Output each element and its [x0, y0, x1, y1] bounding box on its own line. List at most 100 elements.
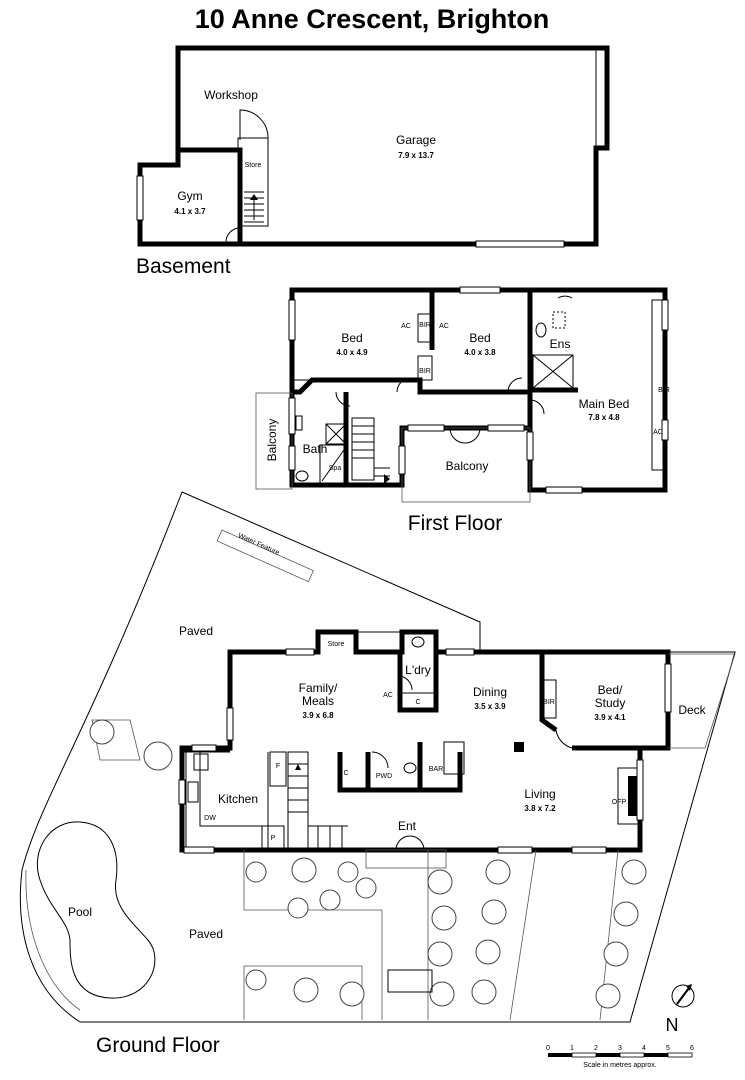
entry-porch	[365, 849, 447, 869]
main-bed-dimensions: 7.8 x 4.8	[588, 413, 620, 422]
bed1-label: Bed	[341, 331, 362, 345]
living-dimensions: 3.8 x 7.2	[524, 804, 556, 813]
bir-label: BIR	[658, 387, 670, 394]
bir-label: BIR	[543, 699, 555, 706]
bath-label: Bath	[303, 442, 328, 456]
spa-bath	[319, 444, 349, 484]
gym-dimensions: 4.1 x 3.7	[174, 207, 206, 216]
gym-window	[136, 175, 144, 221]
bir-label: BIR	[419, 322, 431, 329]
compass-icon	[671, 984, 695, 1008]
kitchen-bench	[185, 751, 262, 850]
store-label: Store	[245, 162, 262, 169]
entry-label: Ent	[398, 819, 417, 833]
front-gate	[387, 969, 433, 993]
ensuite-toilet	[535, 322, 547, 338]
pool	[36, 821, 156, 999]
rear-steps	[91, 719, 141, 761]
laundry-walls	[397, 652, 439, 713]
family-label-line2: Meals	[302, 694, 334, 708]
garage-door	[475, 240, 565, 248]
side-balcony	[255, 392, 293, 490]
ground-floor-plan: Water Feature	[19, 491, 736, 1057]
gym-label: Gym	[177, 189, 202, 203]
bed-study-label-line1: Bed/	[598, 683, 623, 697]
ac-label: AC	[439, 323, 449, 330]
fridge-label: F	[276, 763, 280, 770]
bed-study-dimensions: 3.9 x 4.1	[594, 713, 626, 722]
kitchen-label: Kitchen	[218, 792, 258, 806]
garage-label: Garage	[396, 133, 436, 147]
fireplace	[628, 776, 638, 816]
water-feature	[216, 529, 314, 583]
basement-outline	[175, 45, 610, 247]
ac-label: AC	[383, 692, 393, 699]
garden-trees	[89, 719, 647, 1009]
laundry-c-label: C	[415, 699, 420, 706]
dining-dimensions: 3.5 x 3.9	[474, 702, 506, 711]
scale-tick: 1	[570, 1045, 574, 1052]
basement-heading: Basement	[136, 255, 231, 278]
water-feature-label: Water Feature	[237, 532, 281, 557]
page-title: 10 Anne Crescent, Brighton	[195, 4, 550, 34]
powder-room-label: PWD	[376, 773, 392, 780]
entry-doors	[395, 835, 425, 851]
dining-label: Dining	[473, 685, 507, 699]
store-door-swing	[239, 109, 269, 140]
pool-label: Pool	[68, 905, 92, 919]
basement-plan: Workshop Garage 7.9 x 13.7 Store Gym 4.1…	[136, 45, 610, 278]
scale-tick: 2	[594, 1045, 598, 1052]
scale-tick: 5	[666, 1045, 670, 1052]
scale-tick: 6	[690, 1045, 694, 1052]
bed-study-label-line2: Study	[595, 696, 626, 710]
ac-label: AC	[653, 429, 663, 436]
deck-label: Deck	[678, 703, 706, 717]
bed2-dimensions: 4.0 x 3.8	[464, 348, 496, 357]
paved-top-label: Paved	[179, 624, 213, 638]
north-arrow: N	[666, 984, 695, 1035]
family-dimensions: 3.9 x 6.8	[302, 711, 334, 720]
deck	[668, 653, 736, 749]
ac-label: AC	[401, 323, 411, 330]
scale-tick: 4	[642, 1045, 646, 1052]
bed1-dimensions: 4.0 x 4.9	[336, 348, 368, 357]
north-label: N	[666, 1015, 679, 1035]
living-label: Living	[524, 787, 555, 801]
first-floor-heading: First Floor	[408, 512, 503, 535]
first-floor-stairs	[351, 417, 390, 484]
pantry-label: P	[271, 835, 276, 842]
paved-bottom-label: Paved	[189, 927, 223, 941]
laundry-label: L'dry	[405, 663, 431, 677]
scale-bar: 0 1 2 3 4 5 6 Scale in metres approx.	[546, 1045, 694, 1069]
dishwasher-label: DW	[204, 815, 216, 822]
bir-label: BIR	[419, 368, 431, 375]
scale-tick: 3	[618, 1045, 622, 1052]
core-walls	[337, 752, 463, 793]
scale-tick: 0	[546, 1045, 550, 1052]
bed-study-walls	[539, 652, 668, 751]
store-room	[237, 137, 269, 227]
landing-wall	[292, 377, 530, 395]
bed2-label: Bed	[469, 331, 490, 345]
bar-label: BAR	[429, 766, 443, 773]
balcony-doors	[449, 427, 481, 444]
side-balcony-label: Balcony	[265, 419, 279, 462]
spa-label: Spa	[329, 465, 342, 472]
basement-stairs	[244, 191, 264, 223]
ensuite-shower	[532, 354, 574, 389]
family-label-line1: Family/	[299, 681, 338, 695]
ground-floor-heading: Ground Floor	[96, 1034, 220, 1057]
main-bed-label: Main Bed	[579, 397, 630, 411]
scale-label: Scale in metres approx.	[583, 1062, 657, 1069]
front-balcony-label: Balcony	[446, 459, 489, 473]
store-label: Store	[328, 641, 345, 648]
workshop-label: Workshop	[204, 88, 258, 102]
gym-door-swing	[225, 227, 241, 243]
first-floor-plan: Bed 4.0 x 4.9 Bed 4.0 x 3.8 Main Bed 7.8…	[255, 286, 670, 535]
bath-toilet	[295, 470, 309, 482]
cupboard-label: C	[343, 770, 348, 777]
fireplace-label: OFP	[612, 799, 627, 806]
property-boundary	[19, 491, 736, 1023]
ensuite-label: Ens	[550, 337, 571, 351]
